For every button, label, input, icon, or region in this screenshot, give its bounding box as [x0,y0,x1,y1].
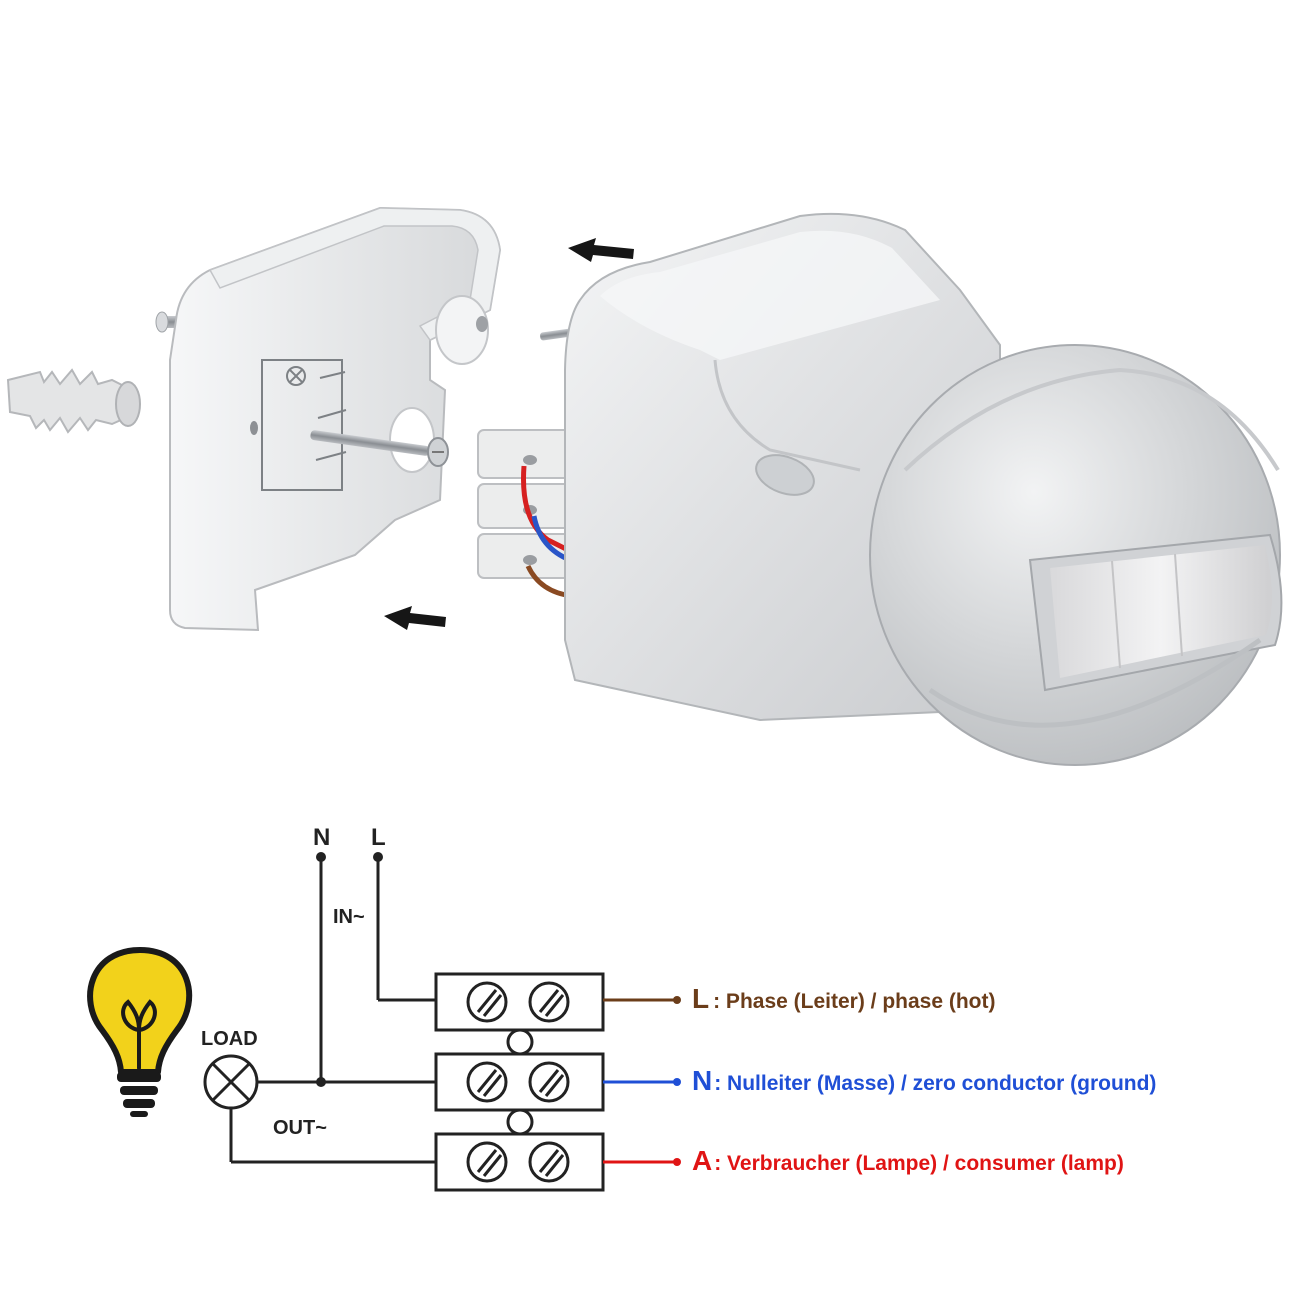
supply-n-label: N [313,824,330,851]
screw-terminal-slots [476,989,565,1177]
legend-output: A: Verbraucher (Lampe) / consumer (lamp) [692,1145,1124,1176]
product-illustration [6,206,1283,766]
output-label: OUT~ [273,1117,327,1139]
arrow-left-icon [568,238,634,262]
load-label: LOAD [201,1028,258,1050]
lamp-symbol-icon [203,1054,259,1110]
legend-phase: L: Phase (Leiter) / phase (hot) [692,983,995,1014]
lead-output-dot [673,1158,681,1166]
screw-icon [310,430,449,467]
legend-output-description: : Verbraucher (Lampe) / consumer (lamp) [714,1152,1124,1175]
legend-phase-description: : Phase (Leiter) / phase (hot) [713,990,995,1013]
lead-phase-dot [673,996,681,1004]
legend-neutral: N: Nulleiter (Masse) / zero conductor (g… [692,1065,1156,1096]
legend-neutral-description: : Nulleiter (Masse) / zero conductor (gr… [714,1072,1156,1095]
supply-l-label: L [371,824,386,851]
lead-neutral-dot [673,1078,681,1086]
pir-sensor-dome [869,344,1283,766]
arrow-left-icon [384,606,446,630]
legend-neutral-letter: N [692,1065,712,1096]
input-label: IN~ [333,906,365,928]
wall-plug-icon [6,368,141,434]
legend-phase-letter: L [692,983,709,1014]
wiring-diagram [229,858,436,1164]
mounting-base-plate [169,206,502,632]
terminal-block [477,429,574,599]
node-n-top [316,852,326,862]
legend-output-letter: A [692,1145,712,1176]
junction-node [316,1077,326,1087]
terminal-block-symbol [434,972,605,1192]
node-l-top [373,852,383,862]
lightbulb-icon [87,947,193,1117]
